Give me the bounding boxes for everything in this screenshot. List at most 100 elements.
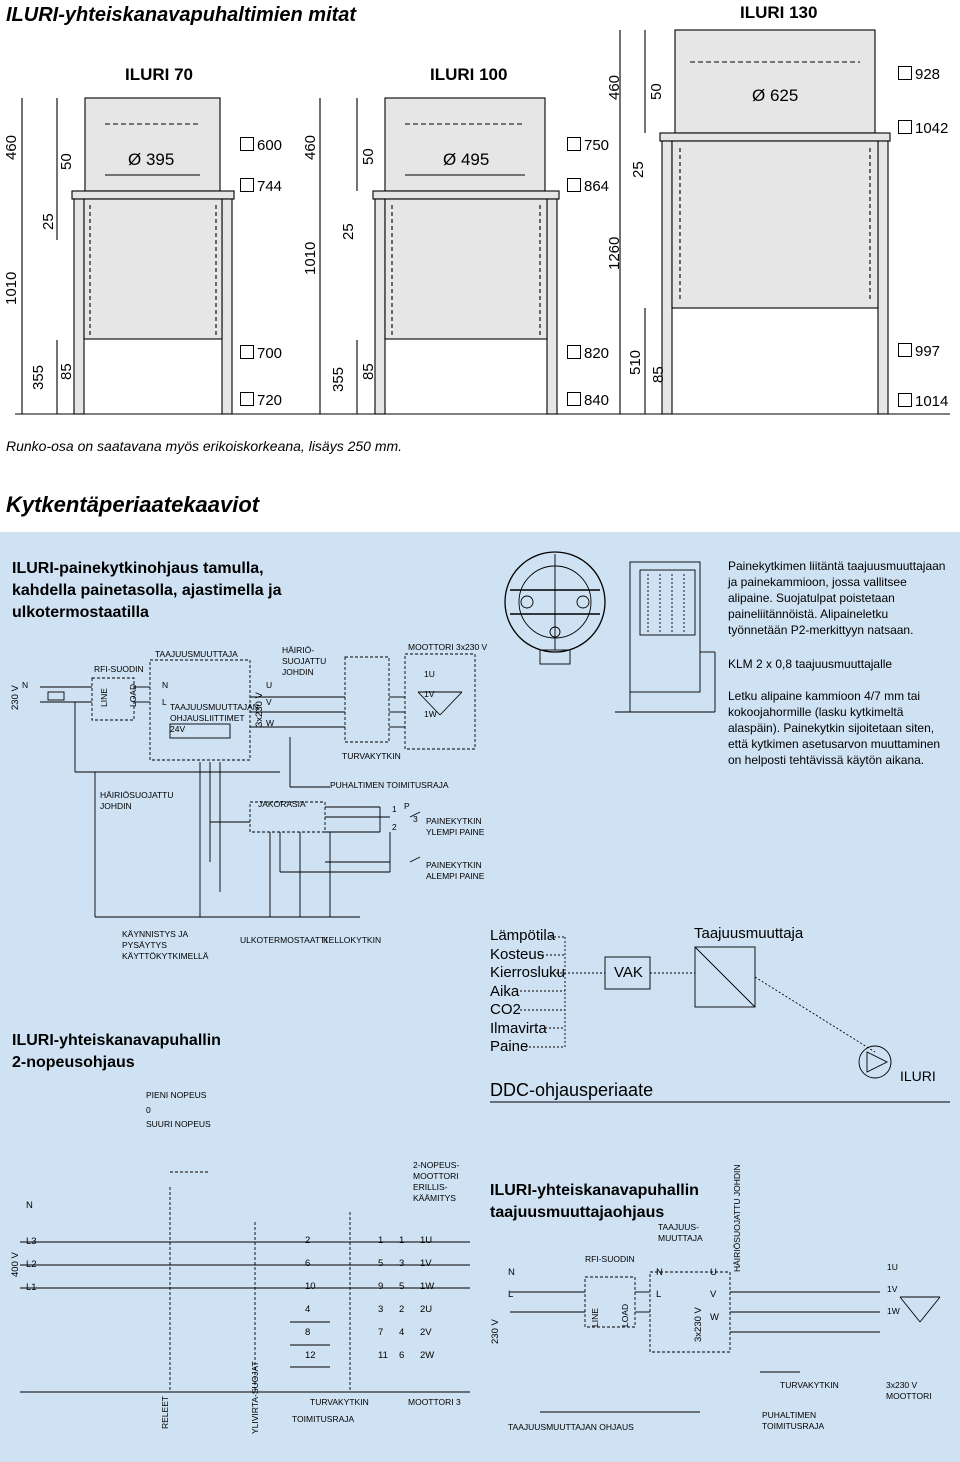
diameter-iluri100: Ø 495 xyxy=(443,150,490,169)
model-label-iluri100: ILURI 100 xyxy=(430,65,508,84)
d3-1w: 1W xyxy=(887,1306,900,1316)
d1-v: V xyxy=(266,697,272,707)
d1-n: N xyxy=(22,680,29,690)
terminal-label: 2U xyxy=(420,1304,433,1315)
d2-n: N xyxy=(26,1200,33,1211)
d3-n: N xyxy=(508,1267,515,1278)
dim-iluri100-25: 25 xyxy=(340,223,357,240)
d3-1u: 1U xyxy=(887,1262,898,1272)
instructions-para2: KLM 2 x 0,8 taajuusmuuttajalle xyxy=(728,657,893,671)
dim-iluri70-355: 355 xyxy=(30,364,47,390)
ddc-inputs-list: Lämpötila Kosteus Kierrosluku Aika CO2 I… xyxy=(490,927,565,1057)
d3-230v: 230 V xyxy=(490,1319,501,1344)
dim-iluri70-85: 85 xyxy=(58,363,75,380)
sq-iluri100-864: 864 xyxy=(567,178,609,195)
instructions-para3: Letku alipaine kammioon 4/7 mm tai kokoo… xyxy=(728,689,941,767)
d2-motor: MOOTTORI 3 xyxy=(408,1397,461,1407)
terminal-label: 2 xyxy=(305,1235,311,1246)
dim-iluri70-height-top: 460 xyxy=(3,134,20,160)
d1-fc: TAAJUUSMUUTTAJA xyxy=(155,649,238,659)
d1-timer: PUHALTIMEN TOIMITUSRAJA xyxy=(330,780,449,790)
wiring-lines xyxy=(20,551,950,1413)
d2-terminals-mm: 1 3 5 2 4 6 xyxy=(399,1229,404,1367)
d2-motor2: 2-NOPEUS-MOOTTORI ERILLIS-KÄÄMITYS xyxy=(413,1160,460,1203)
d3-rfi: RFI-SUODIN xyxy=(585,1254,635,1264)
ddc-vak: VAK xyxy=(614,964,643,981)
d2-relays: RELEET xyxy=(160,1395,170,1429)
d1-fc-ctrl: TAAJUUSMUUTTAJAN OHJAUSLIITTIMET 24V xyxy=(170,702,259,734)
d3-safety: TURVAKYTKIN xyxy=(780,1380,839,1390)
dim-iluri100-85: 85 xyxy=(360,363,377,380)
model-label-iluri130: ILURI 130 xyxy=(740,3,818,22)
ddc-input: Kosteus xyxy=(490,945,545,963)
d2-terminals-motor: 1U 1V 1W 2U 2V 2W xyxy=(420,1229,434,1367)
dim-iluri130-510: 510 xyxy=(627,349,644,375)
terminal-label: 7 xyxy=(378,1327,384,1338)
terminal-label: 2V xyxy=(420,1327,432,1338)
d1-load: LOAD xyxy=(128,683,138,707)
d1-230v: 230 V xyxy=(10,685,21,710)
terminal-label: 1 xyxy=(378,1235,384,1246)
d1-1u: 1U xyxy=(424,669,435,679)
ddc-caption: DDC-ohjausperiaate xyxy=(490,1080,654,1100)
d2-l1: L1 xyxy=(26,1282,37,1293)
wiring-diagrams-panel: ILURI-painekytkinohjaus tamulla, kahdell… xyxy=(0,532,960,1462)
d1-fc-out: 3x230 V xyxy=(254,692,265,727)
diagram2-title: ILURI-yhteiskanavapuhallin 2-nopeusohjau… xyxy=(12,1032,221,1071)
d2-terminals-m: 1 5 9 3 7 11 xyxy=(378,1229,388,1367)
d1-shield2: HÄIRIÖSUOJATTU JOHDIN xyxy=(100,790,174,811)
d1-p2: 2 xyxy=(392,822,397,832)
dim-iluri130-height-top: 460 xyxy=(606,74,623,100)
d3-u: U xyxy=(710,1267,717,1278)
terminal-label: 1V xyxy=(420,1258,432,1269)
d1-outstat: ULKOTERMOSTAATTI xyxy=(240,935,328,945)
diameter-iluri70: Ø 395 xyxy=(128,150,175,169)
terminal-label: 3 xyxy=(378,1304,384,1315)
d1-1w: 1W xyxy=(424,709,437,719)
dimension-drawings xyxy=(15,29,950,415)
terminal-label: 4 xyxy=(305,1304,311,1315)
ddc-input: Lämpötila xyxy=(490,927,556,944)
d3-fc-out: 3x230 V xyxy=(693,1307,704,1342)
diameter-iluri130: Ø 625 xyxy=(752,86,799,105)
d3-w: W xyxy=(710,1312,719,1323)
dim-iluri70-height-total: 1010 xyxy=(3,271,20,305)
instructions-para1: Painekytkimen liitäntä taajuusmuuttajaan… xyxy=(728,559,946,637)
ddc-fc: Taajuusmuuttaja xyxy=(694,925,804,942)
d2-l2: L2 xyxy=(26,1259,37,1270)
d1-fc-n: N xyxy=(162,680,169,690)
dim-iluri70-50: 50 xyxy=(58,153,75,170)
sq-iluri70-700: 700 xyxy=(240,345,282,362)
d3-motor: 3x230 V MOOTTORI xyxy=(886,1380,932,1401)
d3-fc-ctrl: TAAJUUSMUUTTAJAN OHJAUS xyxy=(508,1422,634,1432)
d1-w: W xyxy=(266,718,275,728)
terminal-label: 2 xyxy=(399,1304,405,1315)
dim-iluri100-355: 355 xyxy=(330,366,347,392)
d1-p1: 1 xyxy=(392,804,397,814)
d2-timer: TOIMITUSRAJA xyxy=(292,1414,355,1424)
d1-fc-l: L xyxy=(162,697,167,707)
sq-iluri70-744: 744 xyxy=(240,178,282,195)
dim-iluri130-85: 85 xyxy=(650,366,667,383)
d1-motor: MOOTTORI 3x230 V xyxy=(408,642,488,652)
d2-safety: TURVAKYTKIN xyxy=(310,1397,369,1407)
terminal-label: 5 xyxy=(399,1281,405,1292)
terminal-label: 1W xyxy=(420,1281,435,1292)
d1-u: U xyxy=(266,680,273,690)
d1-clock: KELLOKYTKIN xyxy=(323,935,382,945)
d1-ps-upper: PAINEKYTKIN YLEMPI PAINE xyxy=(426,816,485,837)
d3-fc-n: N xyxy=(656,1267,663,1278)
terminal-label: 6 xyxy=(399,1350,405,1361)
d1-shield: HÄIRIÖ-SUOJATTU JOHDIN xyxy=(282,645,327,677)
ddc-input: Paine xyxy=(490,1038,529,1055)
sq-iluri70-600: 600 xyxy=(240,137,282,154)
d3-fc: TAAJUUS-MUUTTAJA xyxy=(658,1222,703,1243)
terminal-label: 1 xyxy=(399,1235,405,1246)
d1-p: P xyxy=(404,801,410,811)
frame-note: Runko-osa on saatavana myös erikoiskorke… xyxy=(6,438,403,454)
diagram1-title: ILURI-painekytkinohjaus tamulla, kahdell… xyxy=(12,560,282,621)
terminal-label: 5 xyxy=(378,1258,384,1269)
dim-iluri100-50: 50 xyxy=(360,148,377,165)
terminal-label: 11 xyxy=(378,1350,388,1361)
ddc-input: Ilmavirta xyxy=(490,1019,547,1037)
